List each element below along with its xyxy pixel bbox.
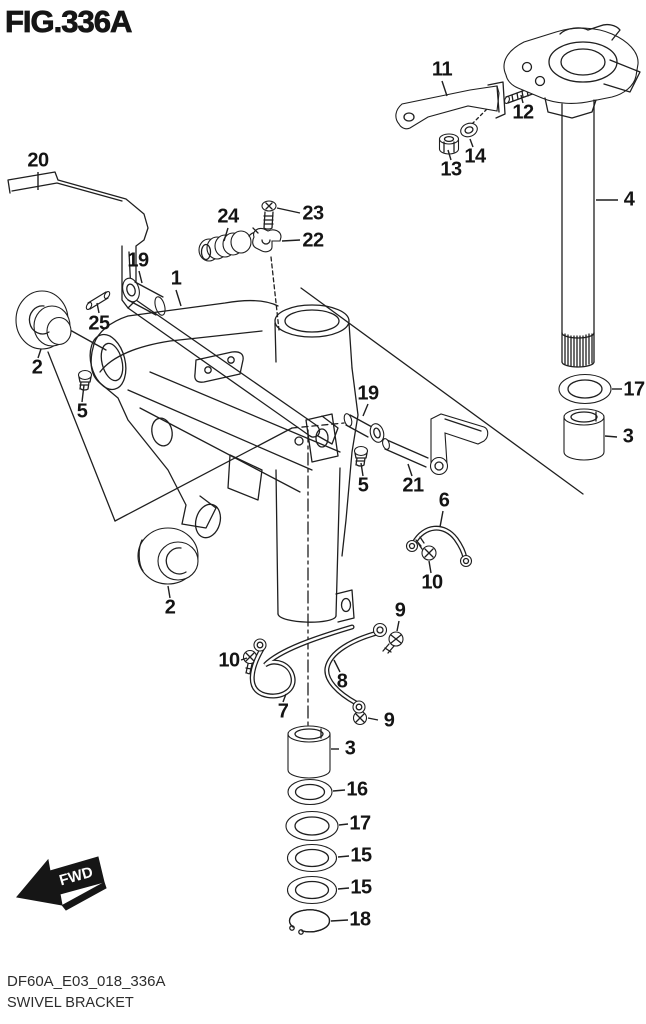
part-drawing-cap-2-upper [15, 290, 72, 350]
part-number-label: 19 [127, 249, 149, 272]
part-drawing-clamp-22 [252, 227, 282, 253]
part-number-label: 15 [350, 876, 372, 899]
part-number-label: 19 [357, 382, 379, 405]
part-number-label: 12 [512, 101, 534, 124]
part-number-label: 18 [349, 908, 371, 931]
part-drawing-bolt-5-right [353, 445, 369, 467]
part-drawing-cap-2-lower [137, 527, 199, 585]
part-number-label: 6 [438, 489, 450, 512]
part-number-label: 5 [76, 400, 88, 423]
drawing-code: DF60A_E03_018_336A [7, 973, 166, 990]
part-number-label: 5 [357, 474, 369, 497]
part-drawing-bushing-3-bottom [287, 725, 331, 779]
figure-title: FIG.336A [5, 4, 133, 40]
part-number-label: 21 [402, 474, 424, 497]
part-drawing-cable-6 [405, 525, 473, 568]
part-drawing-screw-10-left [242, 649, 258, 675]
part-drawing-spring-24 [198, 230, 263, 262]
part-number-label: 2 [164, 596, 176, 619]
part-drawing-pin-19-lower [343, 413, 385, 443]
part-number-label: 9 [383, 709, 395, 732]
part-drawing-snap-ring-18 [288, 909, 331, 935]
part-number-label: 24 [217, 205, 239, 228]
part-number-label: 11 [431, 58, 453, 81]
part-number-label: 1 [170, 267, 182, 290]
part-drawing-pin-19-upper [122, 277, 166, 316]
part-drawing-bolt-5-left [77, 369, 93, 391]
part-drawing-cable-7 [249, 624, 355, 699]
part-number-label: 10 [421, 571, 443, 594]
part-drawing-washer-17-right [558, 373, 612, 405]
part-drawing-washer-17-bottom [285, 810, 339, 842]
part-number-label: 3 [344, 737, 356, 760]
part-number-label: 14 [464, 145, 486, 168]
leader-lines [37, 80, 622, 922]
part-number-label: 7 [277, 700, 289, 723]
part-drawing-bracket-11 [395, 81, 506, 130]
drawing-caption: SWIVEL BRACKET [7, 995, 134, 1011]
part-number-label: 23 [302, 202, 324, 225]
part-drawing-screw-9-upper [382, 631, 404, 654]
part-number-label: 9 [394, 599, 406, 622]
assembly-lines [47, 103, 584, 727]
part-drawing-washer-15-upper [286, 843, 338, 873]
part-number-label: 17 [349, 812, 371, 835]
part-number-label: 25 [88, 312, 110, 335]
part-drawing-washer-16 [287, 778, 333, 806]
part-drawing-stud-12 [504, 85, 539, 105]
footer: DF60A_E03_018_336A SWIVEL BRACKET [7, 972, 165, 1014]
part-drawing-washer-15-lower [286, 875, 338, 905]
part-drawing-bolt-23 [261, 200, 277, 230]
part-drawing-rod-21 [382, 413, 489, 476]
fwd-direction-arrow: FWD [16, 856, 107, 911]
part-number-label: 22 [302, 229, 324, 252]
part-number-label: 3 [622, 425, 634, 448]
part-number-label: 2 [31, 356, 43, 379]
part-number-label: 10 [218, 649, 240, 672]
part-number-label: 13 [440, 158, 462, 181]
part-number-label: 16 [346, 778, 368, 801]
part-drawing-washer-14 [460, 122, 478, 138]
part-drawing-screw-10-right [415, 536, 437, 561]
part-drawing-bushing-3-right [563, 408, 605, 461]
part-number-label: 17 [623, 378, 645, 401]
part-number-label: 4 [623, 188, 635, 211]
part-drawing-swivel-bracket-1 [89, 299, 359, 623]
part-drawing-cable-8 [324, 622, 388, 714]
part-drawing-shaft-4 [503, 23, 641, 368]
part-drawing-pin-25 [85, 290, 111, 311]
part-number-label: 15 [350, 844, 372, 867]
part-number-label: 8 [336, 670, 348, 693]
part-number-label: 20 [27, 149, 49, 172]
